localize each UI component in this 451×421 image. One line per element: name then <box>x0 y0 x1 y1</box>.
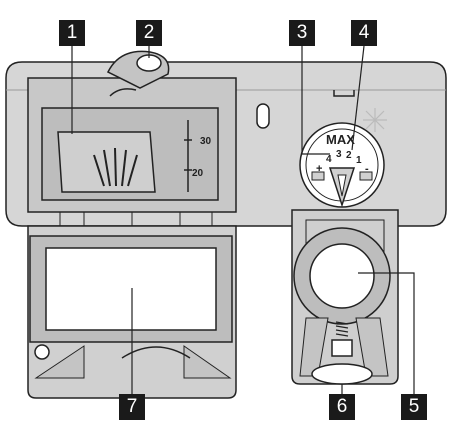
callout-1: 1 <box>59 20 85 46</box>
detergent-lid-window <box>45 247 217 331</box>
dial-setting-4: 4 <box>326 154 332 165</box>
dial-setting-1: 1 <box>356 155 362 166</box>
callout-5: 5 <box>401 394 427 420</box>
vent-slot <box>256 103 270 129</box>
detergent-symbol-icon <box>93 147 138 187</box>
dial-setting-2: 2 <box>346 150 352 161</box>
callout-6: 6 <box>329 394 355 420</box>
callout-3: 3 <box>289 20 315 46</box>
dial-setting-3: 3 <box>336 149 342 160</box>
callout-2: 2 <box>136 20 162 46</box>
lid-release-button <box>311 363 373 385</box>
rinse-aid-symbol-icon <box>333 90 355 97</box>
lid-hinge-segments <box>59 212 213 226</box>
callout-4: 4 <box>351 20 377 46</box>
dosage-mark-20: 20 <box>192 168 204 179</box>
lid-spring <box>335 321 349 337</box>
rinse-aid-filler-cap <box>309 243 375 309</box>
leader-lines <box>71 45 415 396</box>
callout-7: 7 <box>119 394 145 420</box>
dial-setting-minus: - <box>365 163 369 175</box>
dial-setting-plus: + <box>316 163 322 175</box>
dial-max-label: MAX <box>326 132 355 147</box>
dosage-mark-30: 30 <box>200 136 212 147</box>
lid-hole <box>34 344 50 360</box>
sparkle-icon <box>363 108 387 132</box>
lid-latch <box>331 339 353 357</box>
